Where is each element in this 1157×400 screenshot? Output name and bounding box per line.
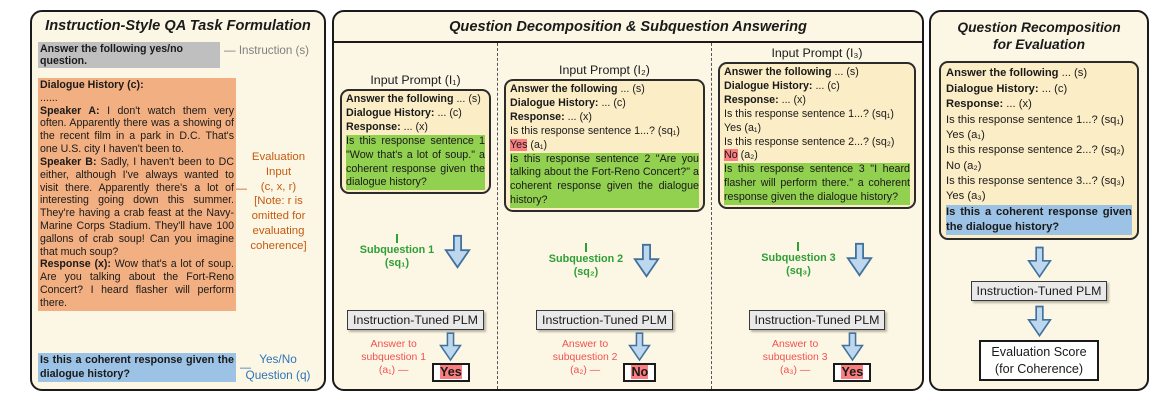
final-question-text: Is this a coherent response given the di… [946, 204, 1132, 236]
history-subquestion: Is this response sentence 2...? (sq₂) [724, 135, 895, 148]
plm-box: Instruction-Tuned PLM [748, 310, 886, 330]
coherence-question-text: Is this a coherent response given the di… [38, 353, 236, 383]
answer-area: Answer to subquestion 1 (a₁) — Yes [340, 332, 491, 382]
instruction-text: Answer the following yes/no question. [38, 42, 220, 68]
middle-panel-title: Question Decomposition & Subquestion Ans… [334, 12, 922, 43]
subquestion-label: Subquestion 2 (sq₂) [549, 243, 623, 279]
history-subquestion: Is this response sentence 2...? (sq₂) [946, 144, 1125, 157]
subquestion-text: Is this response sentence 2 "Are you tal… [510, 152, 699, 209]
dialogue-row: Dialogue History (c): ...... Speaker A: … [38, 78, 318, 311]
history-answer: No (a₂) [946, 159, 982, 172]
subquestion-label-row: Subquestion 3 (sq₃) [718, 209, 916, 310]
column-subquestion-3: Input Prompt (I₃) Answer the following .… [712, 43, 922, 389]
connector-line [395, 234, 398, 244]
column-subquestion-2: Input Prompt (I₂) Answer the following .… [498, 43, 712, 389]
left-panel-title: Instruction-Style QA Task Formulation [45, 18, 311, 34]
answer-box: Yes [431, 363, 470, 382]
answer-area: Answer to subquestion 3 (a₃) — Yes [718, 332, 916, 382]
connector-line [584, 243, 587, 253]
decomposition-columns: Input Prompt (I₁) Answer the following .… [334, 43, 922, 389]
subquestion-text: Is this response sentence 3 "I heard fla… [724, 163, 910, 206]
instruction-annotation: — Instruction (s) [224, 44, 310, 57]
history-answer: Yes (a₁) [510, 138, 548, 151]
subquestion-label: Subquestion 3 (sq₃) [761, 241, 836, 278]
subquestion-label-row: Subquestion 2 (sq₂) [504, 212, 705, 310]
plm-box: Instruction-Tuned PLM [536, 310, 673, 330]
subquestion-label: Subquestion 1 (sq₁) [360, 234, 434, 270]
yes-no-question-row: Is this a coherent response given the di… [38, 352, 318, 383]
history-subquestion: Is this response sentence 3...? (sq₃) [946, 174, 1125, 187]
history-subquestion: Is this response sentence 1...? (sq₁) [724, 107, 894, 120]
input-prompt-header: Input Prompt (I₃) [771, 46, 863, 60]
connector-line: — [236, 183, 247, 195]
down-arrow-icon [1026, 246, 1052, 279]
subquestion-text: Is this response sentence 1 "Wow that's … [346, 134, 485, 191]
answer-area: Answer to subquestion 2 (a₂) — No [504, 332, 705, 382]
history-subquestion: Is this response sentence 1...? (sq₁) [510, 124, 680, 137]
down-arrow-icon [845, 242, 873, 277]
history-answer: Yes (a₃) [946, 190, 986, 203]
dialogue-line: ...... [40, 91, 58, 104]
down-arrow-icon [840, 332, 864, 362]
history-subquestion: Is this response sentence 1...? (sq₁) [946, 113, 1124, 126]
answer-box: No [623, 363, 657, 382]
panel-task-formulation: Instruction-Style QA Task Formulation An… [30, 10, 326, 391]
column-subquestion-1: Input Prompt (I₁) Answer the following .… [334, 43, 498, 389]
evaluation-score-box: Evaluation Score (for Coherence) [979, 340, 1099, 381]
dialogue-line: Speaker B: Sadly, I haven't been to DC e… [40, 155, 234, 258]
history-answer: Yes (a₁) [946, 128, 985, 141]
plm-box: Instruction-Tuned PLM [347, 310, 484, 330]
evaluation-input-annotation: — Evaluation Input (c, x, r) [Note: r is… [236, 151, 307, 252]
connector-line: — [240, 362, 251, 375]
answer-box: Yes [833, 363, 872, 382]
instruction-row: Answer the following yes/no question. — … [38, 42, 318, 68]
dialogue-line: Response (x): Wow that's a lot of soup. … [40, 258, 234, 309]
down-arrow-icon [439, 332, 463, 362]
recomposed-prompt-box: Answer the following ... (s) Dialogue Hi… [939, 61, 1139, 241]
right-panel-title: Question Recomposition for Evaluation [957, 20, 1121, 53]
panel-recomposition: Question Recomposition for Evaluation An… [929, 10, 1149, 391]
history-answer: No (a₂) [724, 149, 758, 162]
input-prompt-box: Answer the following ... (s) Dialogue Hi… [340, 89, 491, 195]
answer-label: Answer to subquestion 3 (a₃) — [762, 338, 828, 376]
yes-no-question-annotation: — Yes/No Question (q) [240, 352, 311, 382]
down-arrow-icon [628, 332, 652, 362]
panel-decomposition: Question Decomposition & Subquestion Ans… [332, 10, 924, 391]
connector-line [797, 241, 800, 251]
plm-box: Instruction-Tuned PLM [970, 281, 1108, 302]
dialogue-line: Dialogue History (c): [40, 79, 144, 91]
input-prompt-box: Answer the following ... (s) Dialogue Hi… [504, 79, 705, 213]
down-arrow-icon [444, 235, 472, 270]
dialogue-history-block: Dialogue History (c): ...... Speaker A: … [38, 78, 236, 311]
input-prompt-header: Input Prompt (I₂) [559, 63, 650, 77]
down-arrow-icon [633, 243, 661, 278]
history-answer: Yes (a₁) [724, 121, 762, 134]
input-prompt-box: Answer the following ... (s) Dialogue Hi… [718, 62, 916, 210]
answer-label: Answer to subquestion 2 (a₂) — [552, 338, 618, 376]
answer-label: Answer to subquestion 1 (a₁) — [361, 338, 426, 376]
dialogue-line: Speaker A: I don't watch them very often… [40, 104, 234, 156]
input-prompt-header: Input Prompt (I₁) [370, 73, 461, 87]
subquestion-label-row: Subquestion 1 (sq₁) [340, 194, 491, 310]
down-arrow-icon [1026, 305, 1052, 338]
